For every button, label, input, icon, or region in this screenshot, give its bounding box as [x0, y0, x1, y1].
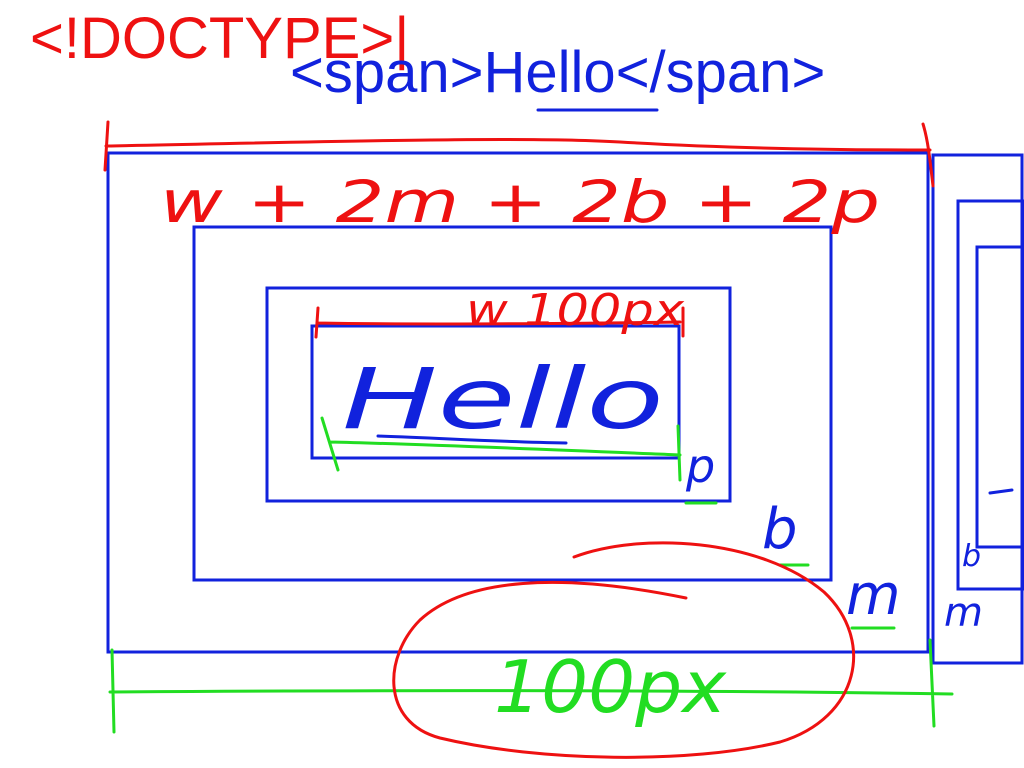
doctype-text: <!DOCTYPE>|: [30, 6, 410, 71]
adjacent-border-label: b: [962, 539, 981, 574]
content-hello-underline: [376, 434, 568, 445]
margin-box: [106, 151, 930, 654]
span-word: Hello: [483, 40, 616, 105]
content-width-bracket: [314, 306, 685, 339]
total-width-formula: w + 2m + 2b + 2p: [160, 168, 880, 236]
margin-label: m: [846, 563, 901, 628]
padding-label: p: [685, 439, 715, 493]
span-heading: <span>Hello</span>: [290, 44, 825, 102]
total-width-bracket: [103, 120, 935, 188]
emphasis-ellipse: [392, 541, 856, 759]
doctype-heading: <!DOCTYPE>|: [30, 10, 409, 68]
border-label: b: [762, 497, 798, 562]
span-open-tag: <span>: [290, 40, 484, 105]
content-hello-text: Hello: [342, 350, 664, 448]
adjacent-margin-box: [931, 153, 1024, 665]
adjacent-content-dash: [988, 488, 1014, 495]
content-width-note: w 100px: [466, 285, 685, 336]
padding-measure-line: [320, 416, 718, 505]
adjacent-border-box: [956, 199, 1024, 591]
adjacent-padding-box: [975, 245, 1024, 549]
outer-width-bracket: [108, 638, 954, 734]
padding-box: [265, 286, 732, 503]
span-close-tag: </span>: [615, 40, 826, 105]
outer-width-label: 100px: [494, 645, 727, 729]
border-box: [192, 225, 833, 582]
adjacent-margin-label: m: [944, 590, 983, 636]
content-box: [310, 324, 681, 460]
